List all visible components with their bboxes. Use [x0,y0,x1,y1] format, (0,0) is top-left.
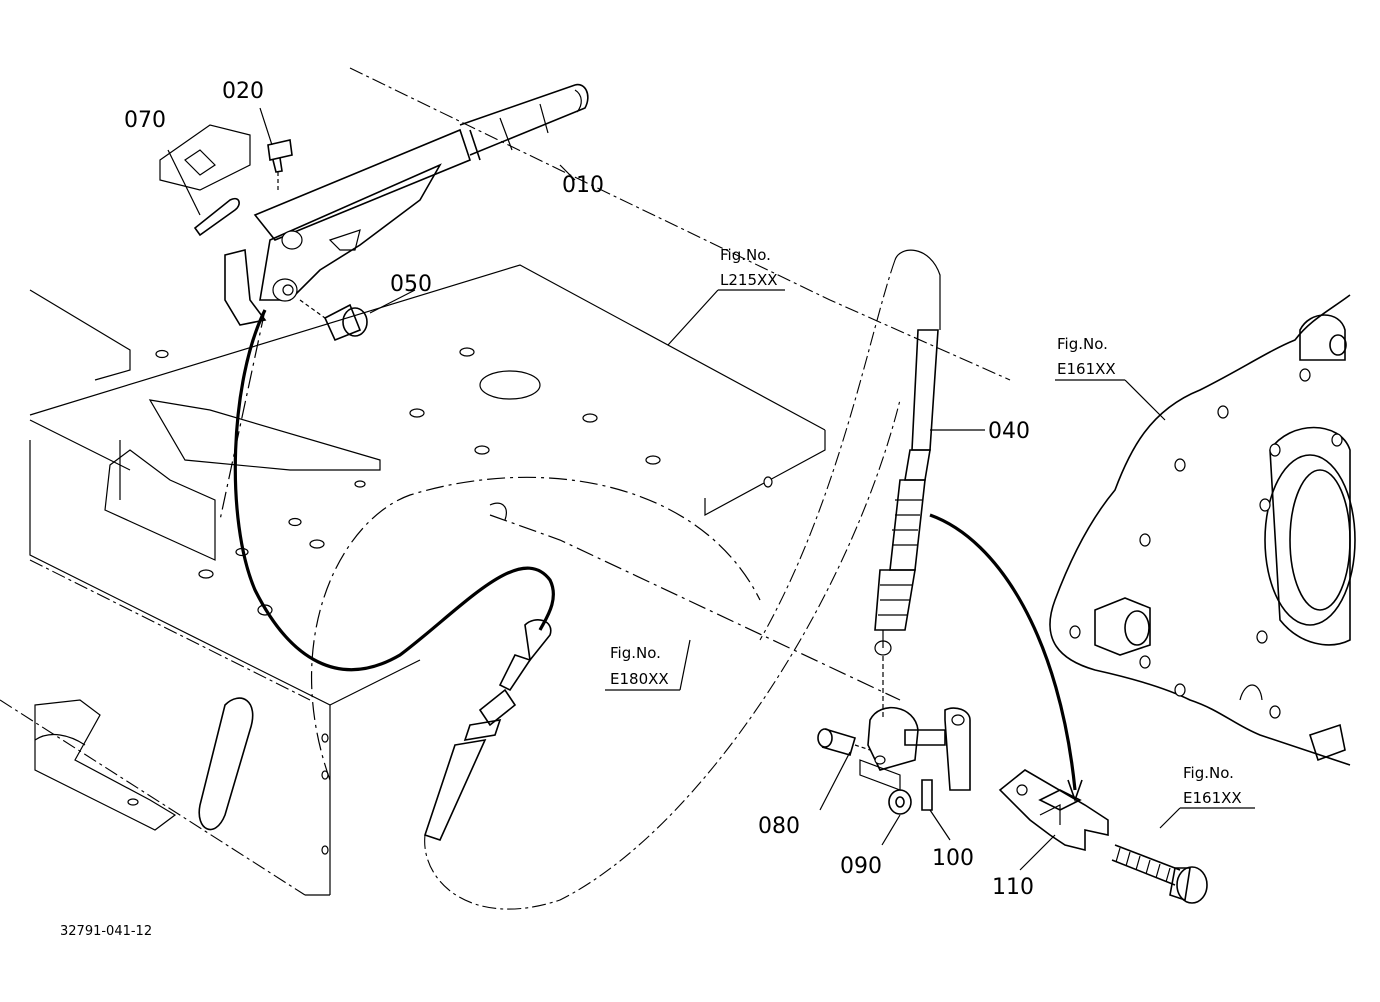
lever-cable [219,309,555,672]
transmission-housing [1049,294,1356,766]
bracket-110 [998,769,1109,852]
split-pin-100 [921,779,933,811]
spring-bolt [1111,844,1208,904]
washer-090 [888,789,912,815]
cable-assembly-040 [759,249,941,720]
label-050: 050 [390,272,432,297]
fig-ref-e161b-line2: E161XX [1183,789,1242,807]
leader-lines [167,107,1255,871]
label-040: 040 [988,419,1030,444]
cotter-pin-070 [159,124,251,237]
cable-to-brake [929,513,1083,803]
label-100: 100 [932,846,974,871]
fig-ref-l215-line2: L215XX [720,271,778,289]
part-labels: 020 070 010 050 040 080 090 100 110 [124,79,1034,900]
hand-lever [224,83,589,326]
fig-ref-e161b-line1: Fig.No. [1183,764,1234,782]
label-080: 080 [758,814,800,839]
label-020: 020 [222,79,264,104]
cable-connector-middle [423,399,901,910]
pin-080 [817,728,871,756]
drawing-code: 32791-041-12 [60,924,152,939]
plate-holes [127,347,773,855]
fig-ref-e180-line2: E180XX [610,670,669,688]
phantom-curve [310,476,901,781]
label-010: 010 [562,173,604,198]
pin-050 [299,299,368,342]
fig-ref-e161-line2: E161XX [1057,360,1116,378]
fig-ref-l215-line1: Fig.No. [720,246,771,264]
brake-arm [859,706,971,791]
bolt-020 [267,139,293,190]
label-090: 090 [840,854,882,879]
label-110: 110 [992,875,1034,900]
fig-ref-e180-line1: Fig.No. [610,644,661,662]
chassis-outline [0,67,1011,896]
fig-ref-e161-line1: Fig.No. [1057,335,1108,353]
figure-references: Fig.No. L215XX Fig.No. E161XX Fig.No. E1… [610,246,1242,807]
label-070: 070 [124,108,166,133]
